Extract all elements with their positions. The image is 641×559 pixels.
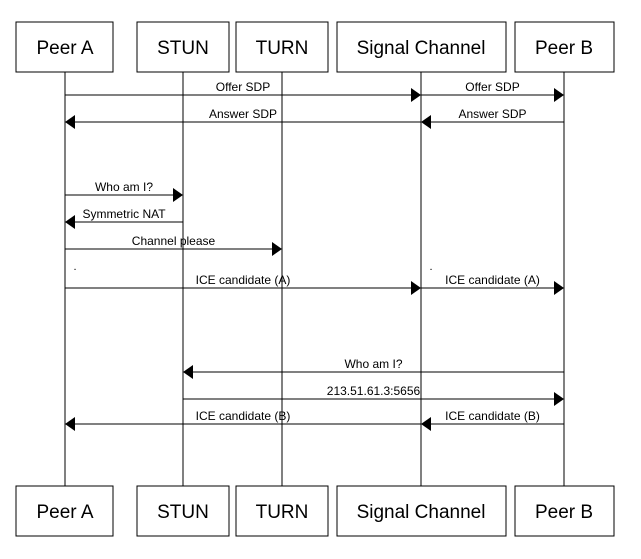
actor-signal-top: Signal Channel — [336, 21, 507, 73]
message-8: ICE candidate (A) — [421, 273, 564, 295]
actor-label: STUN — [157, 502, 209, 523]
message-label: Symmetric NAT — [82, 207, 166, 221]
actor-peerB-bottom: Peer B — [514, 485, 615, 537]
dot-mark: . — [429, 261, 432, 273]
message-label: Answer SDP — [458, 107, 526, 121]
arrowhead-icon — [272, 242, 282, 256]
actor-label: TURN — [256, 38, 309, 59]
message-label: Who am I? — [344, 357, 402, 371]
arrowhead-icon — [421, 115, 431, 129]
actor-box — [235, 485, 329, 537]
actor-peerA-top: Peer A — [15, 21, 114, 73]
actor-label: Peer B — [535, 38, 593, 59]
message-5: Symmetric NAT — [65, 207, 183, 229]
messages: Offer SDP Offer SDP Answer SDP Answer SDP Wh… — [65, 80, 564, 431]
arrowhead-icon — [421, 417, 431, 431]
arrowhead-icon — [554, 392, 564, 406]
message-label: Offer SDP — [216, 80, 270, 94]
arrowhead-icon — [65, 215, 75, 229]
actor-turn-top: TURN — [235, 21, 329, 73]
actor-label: TURN — [256, 502, 309, 523]
message-label: ICE candidate (B) — [196, 409, 291, 423]
message-1: Offer SDP — [421, 80, 564, 102]
arrowhead-icon — [411, 88, 421, 102]
message-label: ICE candidate (B) — [445, 409, 540, 423]
actor-box — [336, 21, 507, 73]
message-4: Who am I? — [65, 180, 183, 202]
actor-label: Peer A — [36, 38, 93, 59]
arrowhead-icon — [65, 417, 75, 431]
actor-box — [136, 21, 230, 73]
actor-box — [336, 485, 507, 537]
lifelines — [64, 72, 565, 486]
message-11: ICE candidate (B) — [65, 409, 421, 431]
message-12: ICE candidate (B) — [421, 409, 564, 431]
actor-stun-bottom: STUN — [136, 485, 230, 537]
arrowhead-icon — [65, 115, 75, 129]
actors-top: Peer A STUN TURN Signal Channel Peer B — [15, 21, 615, 73]
actors-bottom: Peer A STUN TURN Signal Channel Peer B — [15, 485, 615, 537]
actor-box — [235, 21, 329, 73]
arrowhead-icon — [411, 281, 421, 295]
actor-turn-bottom: TURN — [235, 485, 329, 537]
message-label: Answer SDP — [209, 107, 277, 121]
dot-mark: . — [73, 261, 76, 273]
actor-peerA-bottom: Peer A — [15, 485, 114, 537]
message-9: Who am I? — [183, 357, 564, 379]
actor-signal-bottom: Signal Channel — [336, 485, 507, 537]
message-10: 213.51.61.3:5656 — [183, 384, 564, 406]
message-2: Answer SDP — [65, 107, 421, 129]
arrowhead-icon — [173, 188, 183, 202]
message-3: Answer SDP — [421, 107, 564, 129]
actor-label: Signal Channel — [357, 502, 486, 523]
message-label: 213.51.61.3:5656 — [327, 384, 421, 398]
actor-label: Peer B — [535, 502, 593, 523]
message-0: Offer SDP — [65, 80, 421, 102]
message-label: Channel please — [132, 234, 216, 248]
dots: .. — [73, 261, 432, 273]
message-7: ICE candidate (A) — [65, 273, 421, 295]
actor-box — [136, 485, 230, 537]
actor-box — [514, 21, 615, 73]
message-label: ICE candidate (A) — [196, 273, 291, 287]
arrowhead-icon — [554, 281, 564, 295]
actor-label: Signal Channel — [357, 38, 486, 59]
actor-label: STUN — [157, 38, 209, 59]
message-6: Channel please — [65, 234, 282, 256]
arrowhead-icon — [183, 365, 193, 379]
message-label: Who am I? — [95, 180, 153, 194]
actor-stun-top: STUN — [136, 21, 230, 73]
actor-box — [15, 21, 114, 73]
message-label: ICE candidate (A) — [445, 273, 540, 287]
actor-peerB-top: Peer B — [514, 21, 615, 73]
arrowhead-icon — [554, 88, 564, 102]
actor-box — [514, 485, 615, 537]
actor-box — [15, 485, 114, 537]
actor-label: Peer A — [36, 502, 93, 523]
message-label: Offer SDP — [465, 80, 519, 94]
